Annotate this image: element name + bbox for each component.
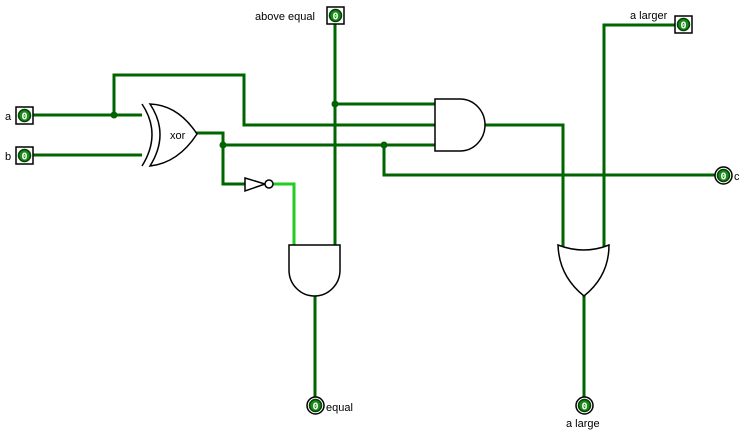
or-body: [557, 243, 610, 297]
pin-b[interactable]: 0 b: [5, 146, 34, 165]
pin-above-equal-led: [328, 8, 343, 23]
pin-a-value: 0: [22, 112, 28, 123]
pin-a-large-led: [577, 398, 592, 413]
pin-equal-value: 0: [313, 402, 319, 413]
junction-a: [110, 111, 118, 119]
pin-above-equal[interactable]: 0 above equal: [255, 6, 345, 25]
not-body: [244, 176, 268, 193]
xor-body: [148, 103, 198, 167]
or-gate[interactable]: [557, 243, 610, 297]
pin-above-equal-label: above equal: [255, 11, 315, 23]
xor-gate[interactable]: xor: [141, 103, 198, 167]
wire-to-c: [382, 143, 725, 177]
not-bubble: [264, 179, 274, 189]
wire-xor-out: [195, 131, 437, 147]
and2-body: [288, 244, 341, 297]
wire-not-out: [272, 182, 296, 247]
pin-a-larger-label: a larger: [630, 10, 668, 22]
wire-a-branch: [112, 73, 437, 127]
junction-xor: [219, 141, 227, 149]
pin-b-value: 0: [22, 152, 28, 163]
pin-b-led: [17, 148, 32, 163]
junction-c: [380, 141, 388, 149]
pin-c-label: c: [734, 171, 740, 183]
and-gate-2[interactable]: [288, 244, 341, 297]
and-gate-1[interactable]: [434, 98, 486, 152]
pin-above-equal-value: 0: [333, 12, 339, 23]
pin-b-label: b: [5, 151, 11, 163]
junctions: [110, 100, 388, 149]
wire-a-larger: [602, 23, 685, 250]
pin-equal[interactable]: 0 equal: [306, 396, 353, 415]
pin-a-larger[interactable]: 0 a larger: [630, 10, 693, 34]
pin-equal-led: [308, 398, 323, 413]
pin-a-large[interactable]: 0 a large: [566, 396, 600, 430]
junction-above: [331, 100, 339, 108]
pin-c-value: 0: [721, 172, 727, 183]
pin-a-larger-value: 0: [681, 21, 687, 32]
pin-c-led: [716, 168, 731, 183]
xor-label: xor: [170, 130, 186, 142]
and1-body: [434, 98, 486, 152]
xor-back-curve: [141, 103, 153, 167]
pin-equal-label: equal: [326, 402, 353, 414]
pin-a[interactable]: 0 a: [5, 106, 34, 125]
wires: [29, 21, 725, 406]
pin-a-led: [17, 108, 32, 123]
wire-and-to-or: [482, 123, 565, 250]
pin-a-large-value: 0: [582, 402, 588, 413]
not-gate[interactable]: [244, 176, 274, 193]
pin-c[interactable]: 0 c: [714, 166, 740, 185]
pin-a-large-label: a large: [566, 418, 600, 430]
pin-a-larger-led: [676, 17, 691, 32]
pin-a-label: a: [5, 111, 12, 123]
wire-xor-to-not: [221, 143, 246, 186]
